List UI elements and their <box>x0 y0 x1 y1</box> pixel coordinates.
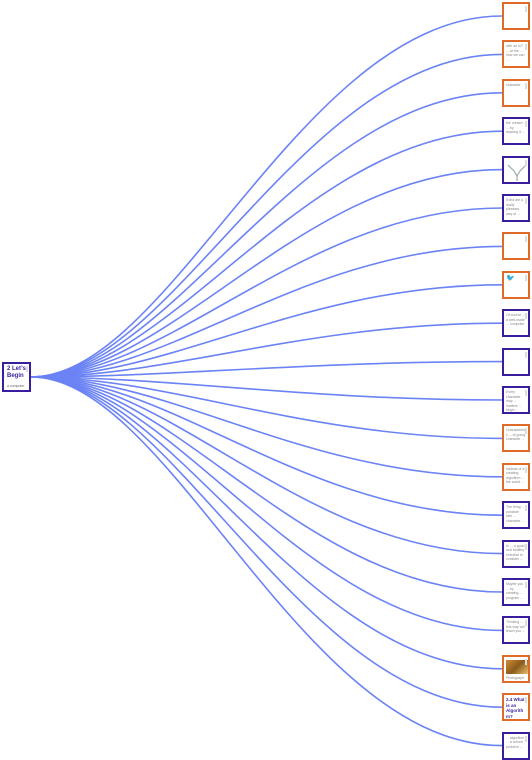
leaf-node[interactable]: character <box>502 78 530 107</box>
edge-line <box>30 245 503 378</box>
leaf-node[interactable] <box>502 347 530 376</box>
leaf-node[interactable] <box>502 2 530 30</box>
leaf-scrollbar[interactable] <box>525 351 527 358</box>
leaf-node[interactable]: In ... a good and healthy exercise to co… <box>502 539 530 568</box>
leaf-node[interactable]: The thing ... possible with ... characte… <box>502 501 530 530</box>
bird-icon: 🐦 <box>506 274 515 282</box>
mini-chart-icon <box>507 164 527 181</box>
leaf-node[interactable]: Of course ... a well-made ... computer .… <box>502 309 530 338</box>
leaf-scrollbar[interactable] <box>525 697 527 704</box>
leaf-scrollbar[interactable] <box>525 82 527 89</box>
edge-line <box>30 376 503 670</box>
edge-line <box>30 360 503 378</box>
leaf-node[interactable] <box>502 232 530 261</box>
leaf-node[interactable]: 🐦 <box>502 270 530 299</box>
leaf-node[interactable]: the creator ... by drawing it ... <box>502 117 530 146</box>
edge-line <box>30 15 503 378</box>
leaf-scrollbar[interactable] <box>525 582 527 588</box>
edge-line <box>30 322 503 378</box>
leaf-scrollbar[interactable] <box>525 274 527 281</box>
leaf-scrollbar[interactable] <box>525 44 527 51</box>
leaf-node[interactable]: ... algorithm ... a solved problem ... <box>502 731 530 760</box>
leaf-scrollbar[interactable] <box>525 658 527 665</box>
root-node[interactable]: 2 Let’s Begin a computer ... <box>2 362 31 392</box>
leaf-text: the creator ... by drawing it ... <box>506 121 525 135</box>
leaf-node[interactable]: Thinking ... this way will teach you ... <box>502 616 530 645</box>
edge-line <box>30 168 503 378</box>
edge-line <box>30 376 503 401</box>
leaf-scrollbar[interactable] <box>525 159 527 166</box>
leaf-text: The thing ... possible with ... characte… <box>506 505 525 523</box>
edge-line <box>30 376 503 440</box>
leaf-scrollbar[interactable] <box>525 735 527 742</box>
edge-line <box>30 376 503 555</box>
leaf-text: character <box>506 82 521 87</box>
leaf-scrollbar[interactable] <box>525 466 527 473</box>
leaf-node[interactable]: Instead of a creating algorithm ... the … <box>502 462 530 491</box>
leaf-node[interactable]: Characteristic ... of going character ..… <box>502 424 530 453</box>
leaf-text: Instead of a creating algorithm ... the … <box>506 466 525 485</box>
leaf-scrollbar[interactable] <box>525 505 527 512</box>
edge-line <box>30 130 503 378</box>
leaf-scrollbar[interactable] <box>525 6 527 12</box>
leaf-node[interactable]: Maybe you ... by creating ... program ..… <box>502 578 530 606</box>
leaf-scrollbar[interactable] <box>525 428 527 435</box>
leaf-scrollbar[interactable] <box>525 543 527 550</box>
leaf-text: Characteristic ... of going character ..… <box>506 428 526 442</box>
thumbnail-image <box>506 659 528 674</box>
leaf-scrollbar[interactable] <box>525 236 527 243</box>
leaf-text: Photographer <box>506 675 525 683</box>
leaf-text: ... algorithm ... a solved problem ... <box>506 735 525 749</box>
leaf-scrollbar[interactable] <box>525 198 527 204</box>
leaf-text: Thinking ... this way will teach you ... <box>506 620 526 634</box>
root-title: 2 Let’s Begin <box>7 366 26 379</box>
root-scrollbar[interactable] <box>26 366 28 372</box>
leaf-scrollbar[interactable] <box>525 313 527 320</box>
edge-line <box>30 376 503 708</box>
leaf-node[interactable]: Photographer <box>502 654 530 683</box>
root-subtitle: a computer ... <box>7 384 25 392</box>
edge-line <box>30 376 503 632</box>
leaf-scrollbar[interactable] <box>525 390 527 396</box>
leaf-text: Of course ... a well-made ... computer .… <box>506 313 526 331</box>
leaf-text: Extra are a really pleasant way of ... <box>506 198 524 216</box>
edge-line <box>30 207 503 378</box>
leaf-node[interactable]: Every character may ... matters ... begi… <box>502 386 530 414</box>
edge-line <box>30 376 503 593</box>
edge-line <box>30 284 503 378</box>
leaf-text: Maybe you ... by creating ... program ..… <box>506 582 524 600</box>
edge-line <box>30 53 503 378</box>
leaf-scrollbar[interactable] <box>525 620 527 627</box>
leaf-text: with an IoT ... at the ... how we can ..… <box>506 44 525 62</box>
leaf-scrollbar[interactable] <box>525 121 527 128</box>
edge-line <box>30 376 503 478</box>
leaf-node[interactable]: with an IoT ... at the ... how we can ..… <box>502 40 530 69</box>
leaf-text: In ... a good and healthy exercise to co… <box>506 543 525 562</box>
leaf-text: Every character may ... matters ... begi… <box>506 390 522 412</box>
edge-line <box>30 376 503 516</box>
leaf-text: 2.4 What is an Algorithm? <box>506 697 525 719</box>
leaf-node[interactable]: 2.4 What is an Algorithm? <box>502 693 530 722</box>
leaf-node[interactable]: Extra are a really pleasant way of ... <box>502 194 530 222</box>
leaf-node[interactable] <box>502 155 530 184</box>
edge-line <box>30 376 503 747</box>
edge-line <box>30 92 503 378</box>
